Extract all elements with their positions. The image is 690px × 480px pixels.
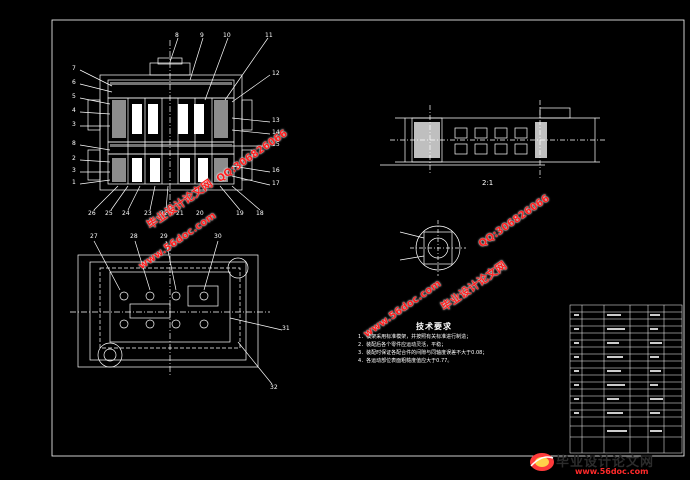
part-label-19: 19 [236, 210, 244, 217]
part-label-30: 30 [214, 233, 222, 240]
part-label-1: 1 [72, 179, 76, 186]
part-label-18: 18 [256, 210, 264, 217]
part-label-26: 26 [88, 210, 96, 217]
part-label-21: 21 [176, 210, 184, 217]
tech-requirement-item: 4．各运动部位表面粗糙度值应大于0.77。 [358, 358, 453, 364]
part-label-27: 27 [90, 233, 98, 240]
tech-requirement-item: 2．装配后各个零件应运动灵活，平稳； [358, 342, 447, 348]
sheet-border [51, 19, 685, 457]
part-label-20: 20 [196, 210, 204, 217]
part-label-22: 22 [160, 210, 168, 217]
part-label-24: 24 [122, 210, 130, 217]
tech-requirement-item: 1．模架采用标准模架，并按照有关标准进行制造； [358, 334, 472, 340]
part-label-10: 10 [223, 32, 231, 39]
part-label-31: 31 [282, 325, 290, 332]
part-label-11: 11 [265, 32, 273, 39]
part-label-16: 16 [272, 167, 280, 174]
tech-requirements-title: 技术要求 [416, 322, 452, 331]
part-label-17: 17 [272, 180, 280, 187]
part-label-23: 23 [144, 210, 152, 217]
title-block-table [569, 304, 683, 454]
detail-section-view [380, 100, 605, 178]
part-label-3b: 3 [72, 167, 76, 174]
brand-logo-icon [530, 453, 554, 471]
part-label-13: 13 [272, 117, 280, 124]
part-label-4: 4 [72, 107, 76, 114]
plan-view [70, 240, 283, 385]
part-label-6: 6 [72, 79, 76, 86]
detail-scale-label: 2:1 [482, 179, 494, 187]
brand-name: 毕业设计论文网 [556, 455, 655, 470]
part-label-14: 14 [272, 129, 280, 136]
part-label-7: 7 [72, 65, 76, 72]
part-label-29: 29 [160, 233, 168, 240]
part-label-2: 2 [72, 155, 76, 162]
part-label-32: 32 [270, 384, 278, 391]
part-label-15: 15 [272, 141, 280, 148]
assembly-section-view [79, 37, 271, 215]
part-label-5: 5 [72, 93, 76, 100]
part-label-25: 25 [105, 210, 113, 217]
part-label-12: 12 [272, 70, 280, 77]
part-label-8: 8 [72, 140, 76, 147]
brand-url[interactable]: www.56doc.com [575, 467, 649, 476]
part-label-3: 3 [72, 121, 76, 128]
part-label-28: 28 [130, 233, 138, 240]
part-label-8-top: 8 [175, 32, 179, 39]
tech-requirement-item: 3．装配时保证各配合件的间隙与同轴度误差不大于0.08； [358, 350, 488, 356]
round-detail-view [399, 220, 466, 276]
part-label-9: 9 [200, 32, 204, 39]
